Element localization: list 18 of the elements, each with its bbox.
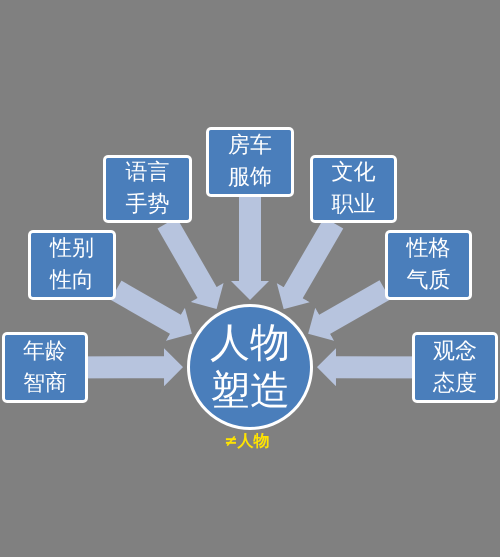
concept-box [206, 127, 294, 197]
concept-box [103, 155, 192, 223]
box-label: 性格气质 [406, 235, 450, 295]
annotation-text: ≠人物 [224, 431, 270, 450]
box-label: 年龄智商 [23, 338, 67, 398]
concept-box [385, 230, 472, 300]
concept-box [412, 332, 498, 403]
center-label: 人物塑造 [210, 319, 290, 415]
box-label: 性别性向 [50, 235, 94, 295]
arrow [88, 348, 183, 386]
concept-box [2, 332, 88, 403]
box-label: 文化职业 [332, 159, 376, 219]
concept-box [310, 155, 397, 223]
concept-box [28, 230, 116, 300]
arrow [231, 197, 269, 300]
box-label: 语言手势 [126, 159, 170, 219]
box-label: 观念态度 [433, 338, 477, 398]
box-label: 房车服饰 [228, 132, 272, 192]
